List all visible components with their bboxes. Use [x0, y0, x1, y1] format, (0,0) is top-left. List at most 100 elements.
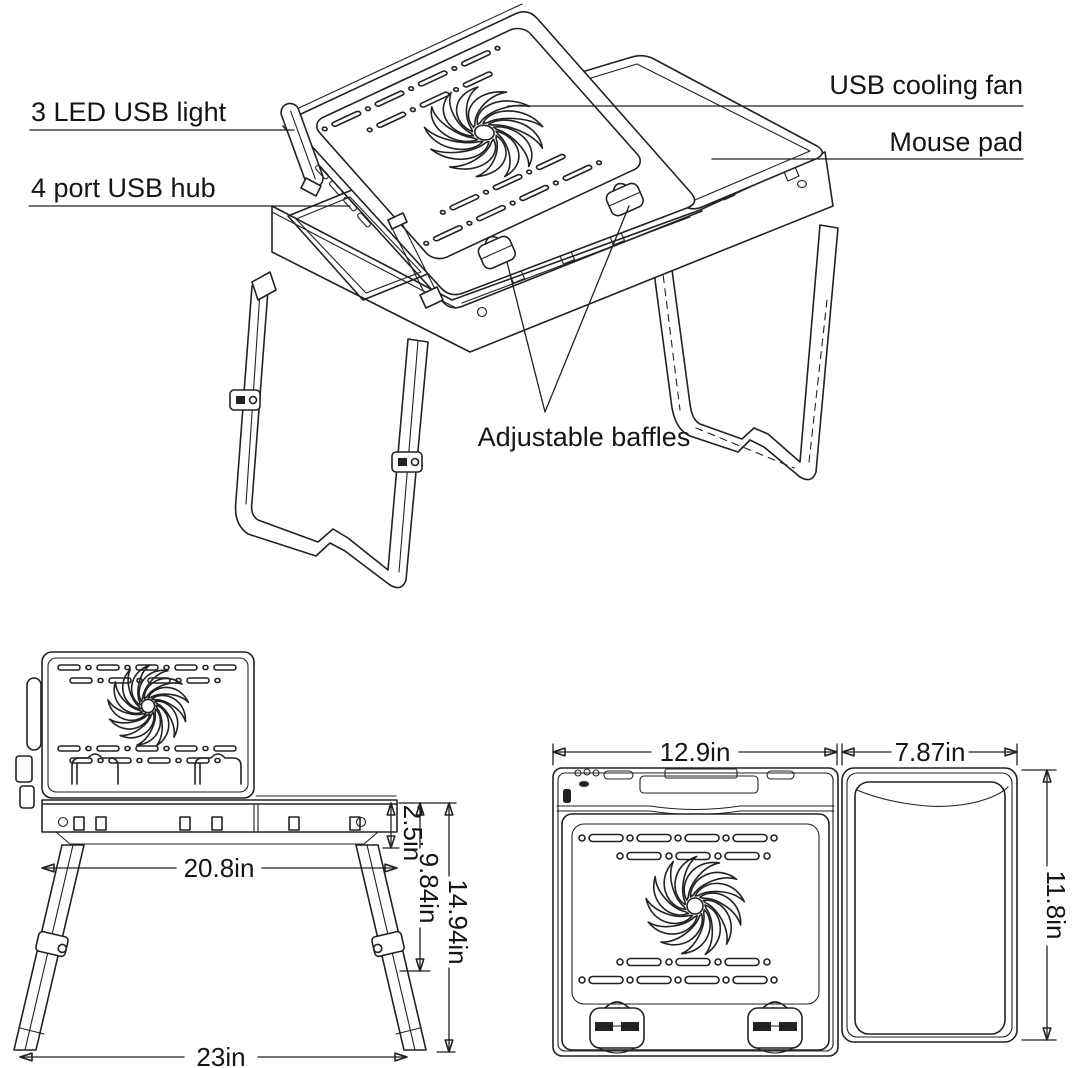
- fan-blade: [680, 908, 711, 955]
- tv-fan: [645, 855, 746, 956]
- fan-blade: [645, 897, 694, 925]
- tv-top-strip: [556, 768, 835, 816]
- fan-blade: [119, 711, 155, 739]
- fan-blade: [494, 120, 544, 166]
- baffle-loop: [604, 1001, 630, 1009]
- fan-blade: [694, 882, 746, 903]
- vent-slot: [374, 90, 405, 106]
- vent-hole: [714, 958, 722, 966]
- fv-screw-right: [355, 816, 367, 828]
- tilt-panel-surface: [311, 24, 646, 262]
- vent-slot: [492, 174, 523, 190]
- dim-arrow: [386, 802, 396, 816]
- vent-hole: [674, 976, 682, 984]
- vent-hole: [626, 976, 634, 984]
- fv-body: [41, 795, 398, 845]
- fan-blade: [430, 92, 485, 140]
- fv-body-outline: [41, 799, 398, 833]
- fan-blade: [136, 708, 162, 746]
- dash-mark: [69, 677, 93, 684]
- tv-dim-table-top-width: 12.9in: [660, 737, 731, 767]
- fan-blade: [698, 892, 742, 926]
- vent-hole: [665, 852, 673, 860]
- dash-mark: [108, 757, 132, 764]
- fan-blade: [121, 668, 142, 710]
- dim-arrow: [384, 863, 398, 873]
- dot-mark: [202, 745, 209, 752]
- vent-hole: [616, 958, 624, 966]
- support-arm-hook: [419, 286, 444, 309]
- fan-blade: [130, 664, 151, 706]
- vent-hole: [451, 66, 458, 71]
- vent-slot: [449, 194, 480, 210]
- dim-arrow: [1042, 1027, 1052, 1041]
- panel-recess: [311, 24, 646, 262]
- baffle-line: [609, 192, 640, 207]
- vent-slot: [724, 957, 760, 967]
- fan-blade: [702, 899, 733, 945]
- dim-arrow: [824, 747, 838, 757]
- vent-slot: [461, 50, 492, 66]
- dot-mark: [136, 757, 143, 764]
- dot-mark: [124, 664, 131, 671]
- baffle-bottom: [598, 1047, 636, 1054]
- fan-blade: [652, 875, 690, 916]
- tv-panel-recess: [571, 823, 820, 1005]
- fv-left-clamp: [35, 930, 69, 958]
- pad-inner: [846, 772, 1013, 1038]
- dash-mark: [108, 677, 132, 684]
- baffle-bottom: [756, 1047, 794, 1054]
- led-stick-line: [290, 110, 316, 180]
- fan-swirl: [107, 664, 190, 747]
- fan-blade: [154, 700, 179, 739]
- fan-blade: [113, 681, 144, 715]
- fan-blade: [474, 129, 533, 177]
- dash-mark: [57, 745, 81, 752]
- dim-arrow: [386, 835, 396, 849]
- dot-mark: [163, 664, 170, 671]
- vent-hole: [674, 834, 682, 842]
- dim-arrow: [19, 1052, 33, 1062]
- dot-mark: [202, 664, 209, 671]
- clamp-knob: [372, 943, 383, 954]
- dot-mark: [214, 677, 221, 684]
- vent-slot: [476, 205, 507, 221]
- vent-slot: [732, 975, 768, 985]
- dot-mark: [97, 757, 104, 764]
- fan-swirl: [401, 71, 567, 194]
- leg-bracket: [251, 271, 277, 301]
- vent-hole: [553, 180, 560, 185]
- callout-cooling-fan: USB cooling fan: [829, 70, 1023, 100]
- baffle-bar: [779, 1022, 797, 1031]
- dim-arrow: [841, 747, 855, 757]
- vent-hole: [770, 834, 778, 842]
- tv-dim-depth: 11.8in: [1041, 871, 1071, 940]
- fv-led-stick: [26, 677, 42, 751]
- vent-slot: [462, 71, 493, 87]
- baffle-bar: [621, 1022, 639, 1031]
- fan-swirl: [645, 855, 746, 956]
- fv-hub-block: [15, 755, 33, 783]
- fan-blade: [456, 87, 519, 128]
- support-arm-rod: [391, 222, 439, 301]
- callout-leader-lines: [28, 105, 1024, 413]
- usb-port: [329, 180, 343, 196]
- callout-usb-hub: 4 port USB hub: [31, 173, 216, 203]
- vent-hole: [596, 160, 603, 165]
- clamp-knob: [57, 943, 68, 954]
- usb-port: [357, 212, 371, 228]
- perspective-view: 3 LED USB light 4 port USB hub USB cooli…: [28, 4, 1024, 589]
- fv-baffle-2: [194, 753, 242, 785]
- vent-hole: [578, 976, 586, 984]
- fan-blade: [151, 694, 187, 723]
- dim-arrow: [415, 958, 425, 972]
- fan-blade: [423, 112, 484, 158]
- vent-hole: [423, 241, 430, 246]
- handle-recess: [639, 775, 759, 794]
- fv-right-clamp: [371, 930, 405, 958]
- vent-hole: [440, 210, 447, 215]
- hinge-tab: [179, 816, 191, 831]
- callout-led-light: 3 LED USB light: [31, 97, 227, 127]
- support-arm-pivot: [387, 212, 408, 230]
